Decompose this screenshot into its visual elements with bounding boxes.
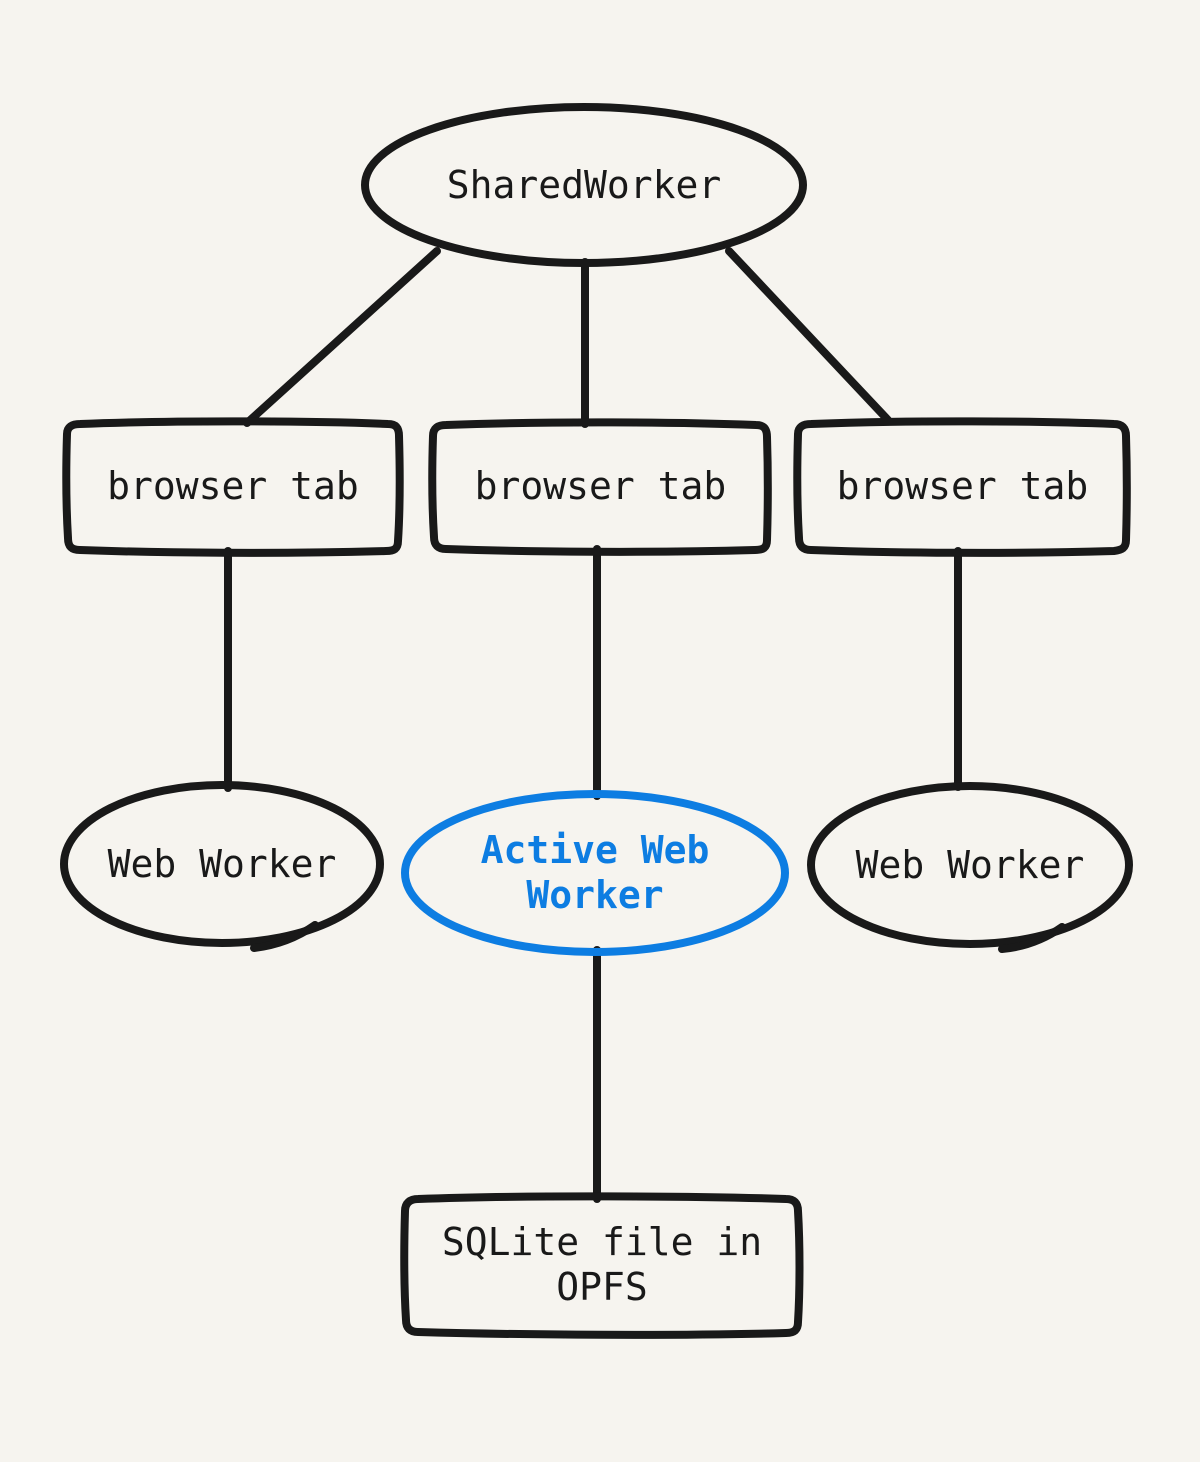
node-tab-center-rect — [428, 418, 772, 556]
node-sqlite-rect — [400, 1192, 804, 1339]
edge-sharedworker-tab-right — [725, 247, 892, 424]
node-label-tab-left: browser tab — [107, 464, 359, 508]
node-tab-right-rect — [793, 417, 1131, 557]
node-worker-left-ellipse — [60, 781, 384, 947]
node-label-worker-active: Active Web Worker — [480, 827, 710, 917]
node-label-worker-left: Web Worker — [107, 841, 337, 886]
node-worker-right-pen-tail — [998, 923, 1066, 953]
node-label-sqlite-file: SQLite file in OPFS — [441, 1220, 763, 1309]
node-worker-active-ellipse — [401, 790, 789, 956]
node-label-worker-right: Web Worker — [855, 842, 1085, 887]
node-tab-left-rect — [62, 417, 404, 557]
node-worker-left-pen-tail — [250, 921, 319, 952]
node-label-tab-center: browser tab — [474, 464, 727, 508]
node-label-tab-right: browser tab — [836, 464, 1089, 508]
edge-sharedworker-tab-left — [243, 247, 441, 427]
node-worker-right-ellipse — [807, 782, 1133, 948]
node-shared-worker-ellipse — [361, 103, 807, 267]
node-label-shared-worker: SharedWorker — [446, 162, 722, 207]
